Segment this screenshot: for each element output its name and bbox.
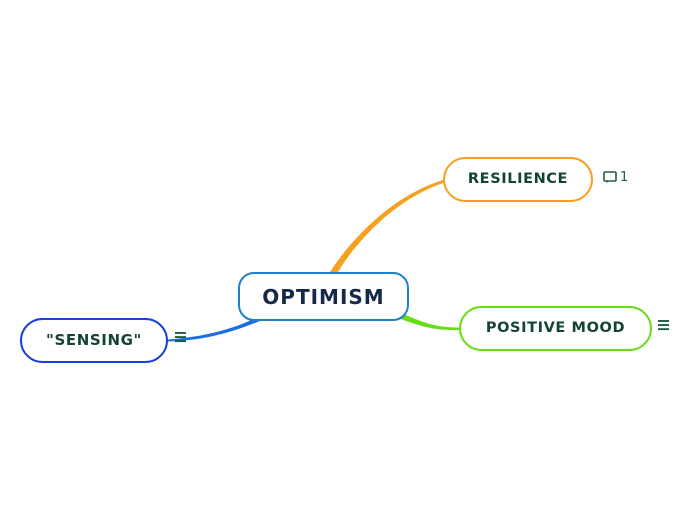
connector-optimism-positive-mood <box>398 313 459 330</box>
notes-badge-positive-mood[interactable] <box>657 319 673 331</box>
mindmap-node-sensing[interactable]: "SENSING" <box>20 318 168 363</box>
node-label-resilience: RESILIENCE <box>467 171 569 188</box>
mindmap-node-resilience[interactable]: RESILIENCE <box>443 157 593 202</box>
mindmap-node-optimism[interactable]: OPTIMISM <box>238 272 409 321</box>
notes-badge-sensing[interactable] <box>174 331 190 343</box>
notes-icon <box>657 319 670 331</box>
connector-optimism-resilience <box>330 180 443 272</box>
notes-icon <box>174 331 187 343</box>
node-label-sensing: "SENSING" <box>46 331 142 349</box>
comment-icon <box>603 171 617 184</box>
node-label-positive-mood: POSITIVE MOOD <box>485 320 626 337</box>
node-label-optimism: OPTIMISM <box>262 284 385 309</box>
comment-badge-resilience[interactable]: 1 <box>603 171 628 184</box>
comment-count-resilience: 1 <box>620 170 629 185</box>
mindmap-node-positive-mood[interactable]: POSITIVE MOOD <box>459 306 652 351</box>
